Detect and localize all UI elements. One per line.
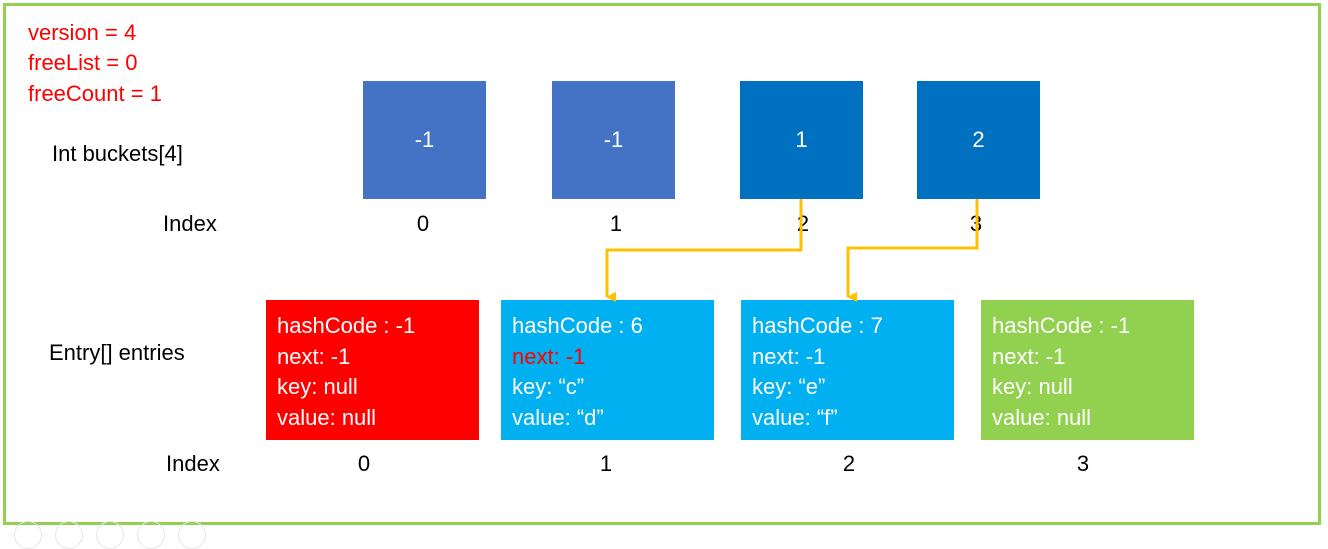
entry-key: key: null (992, 374, 1073, 399)
entries-label: Entry[] entries (49, 340, 185, 365)
entry-next: next: -1 (992, 343, 1066, 369)
entry-value: value: null (277, 404, 377, 430)
entry-2: hashCode : 7 next: -1 key: “e” value: “f… (741, 300, 954, 440)
entry-next: next: -1 (752, 343, 826, 369)
status-version: version = 4 (28, 20, 137, 45)
entry-index-1: 1 (599, 451, 613, 476)
entry-hashcode: hashCode : 7 (752, 313, 883, 338)
toolbar-remnant (14, 521, 206, 549)
entry-key: key: null (277, 374, 358, 399)
entry-value: value: “f” (752, 404, 838, 430)
entry-key: key: “e” (752, 374, 826, 399)
entry-index-2: 2 (842, 451, 856, 476)
circle-icon (137, 521, 165, 549)
entry-value: value: null (992, 404, 1092, 430)
entry-next: next: -1 (512, 343, 586, 369)
diagram-frame (3, 3, 1321, 525)
entries-index-label: Index (166, 451, 220, 476)
entry-next: next: -1 (277, 343, 351, 369)
bucket-0: -1 (363, 81, 486, 199)
entry-hashcode: hashCode : -1 (992, 313, 1131, 338)
entry-3: hashCode : -1 next: -1 key: null value: … (981, 300, 1194, 440)
bucket-index-1: 1 (609, 211, 623, 236)
circle-icon (55, 521, 83, 549)
status-freelist: freeList = 0 (28, 50, 138, 75)
entry-hashcode: hashCode : -1 (277, 313, 416, 338)
bucket-to-entry-arrows (605, 199, 979, 302)
bucket-index-0: 0 (416, 211, 430, 236)
bucket-3: 2 (917, 81, 1040, 199)
entry-hashcode: hashCode : 6 (512, 313, 643, 338)
circle-icon (178, 521, 206, 549)
entry-key: key: “c” (512, 374, 585, 399)
status-freecount: freeCount = 1 (28, 81, 162, 106)
bucket-2: 1 (740, 81, 863, 199)
entry-value: value: “d” (512, 404, 604, 430)
arrow-bucket3-to-entry2 (846, 199, 979, 302)
bucket-1: -1 (552, 81, 675, 199)
circle-icon (96, 521, 124, 549)
arrow-bucket2-to-entry1 (605, 199, 803, 302)
entry-0: hashCode : -1 next: -1 key: null value: … (266, 300, 479, 440)
buckets-label: Int buckets[4] (52, 141, 183, 166)
entry-index-0: 0 (357, 451, 371, 476)
entry-1: hashCode : 6 next: -1 key: “c” value: “d… (501, 300, 714, 440)
buckets-index-label: Index (163, 211, 217, 236)
entry-index-3: 3 (1076, 451, 1090, 476)
circle-icon (14, 521, 42, 549)
